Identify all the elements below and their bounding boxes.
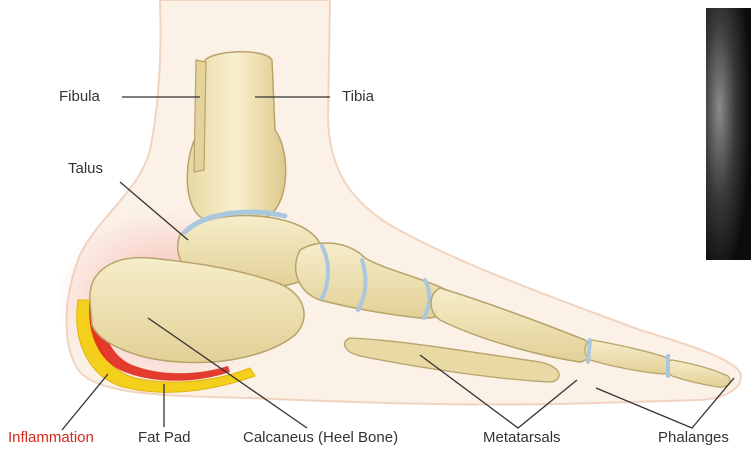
label-inflammation: Inflammation — [8, 429, 94, 447]
label-metatarsals: Metatarsals — [483, 429, 561, 447]
fibula-bone — [194, 60, 206, 172]
label-calcaneus: Calcaneus (Heel Bone) — [243, 429, 398, 447]
label-phalanges: Phalanges — [658, 429, 729, 447]
label-tibia: Tibia — [342, 88, 374, 106]
ultrasound-inset-image — [706, 8, 751, 260]
label-fat-pad: Fat Pad — [138, 429, 191, 447]
label-talus: Talus — [68, 160, 103, 178]
label-fibula: Fibula — [59, 88, 100, 106]
inflammation-leader — [62, 374, 108, 430]
